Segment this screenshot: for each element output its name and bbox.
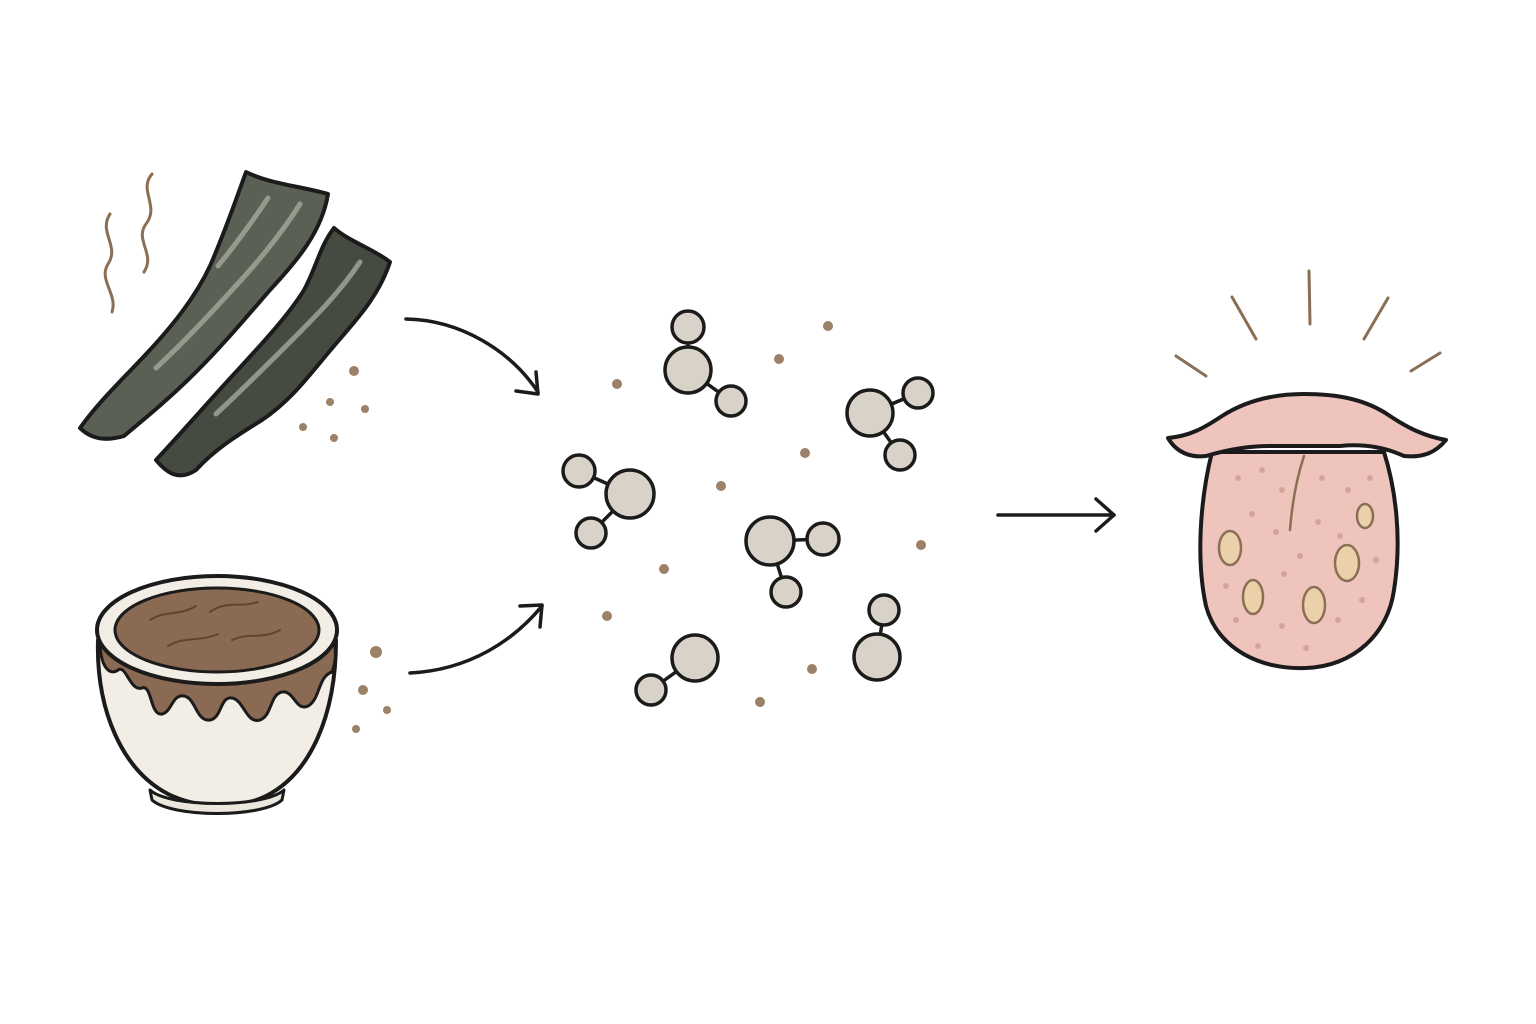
papillae-dots [1223, 467, 1379, 651]
molecule [845, 376, 935, 472]
seaweed-strip-front [78, 170, 330, 441]
tongue-taste-receptors-icon [1166, 269, 1448, 671]
molecule [663, 309, 748, 418]
molecules-icon [561, 309, 935, 707]
molecule [852, 593, 902, 682]
molecule [634, 633, 720, 707]
miso-paste [113, 586, 321, 674]
paste-texture [149, 601, 281, 647]
taste-bud [1355, 502, 1375, 530]
miso-particles [352, 646, 391, 733]
flavor-particles [602, 321, 926, 707]
taste-bud [1217, 529, 1243, 567]
taste-bud [1301, 585, 1327, 625]
tongue-midline [1288, 454, 1306, 532]
miso-bowl-icon [95, 574, 391, 815]
taste-bud [1241, 578, 1265, 616]
arrows [404, 317, 1116, 675]
steam-lines [103, 172, 154, 314]
seaweed-particles [299, 366, 369, 442]
upper-lip [1166, 392, 1448, 459]
taste-burst-lines [1174, 269, 1442, 378]
taste-buds [1217, 502, 1375, 625]
bowl-foot [148, 788, 286, 815]
arrow-molecules-to-tongue [996, 497, 1116, 533]
seaweed-highlights [153, 195, 363, 417]
seaweed-strips-icon [78, 170, 392, 478]
molecule [561, 453, 656, 550]
molecule [744, 515, 841, 609]
taste-bud [1333, 543, 1361, 583]
arrow-miso-to-molecules [408, 603, 544, 675]
arrow-seaweed-to-molecules [404, 317, 540, 396]
